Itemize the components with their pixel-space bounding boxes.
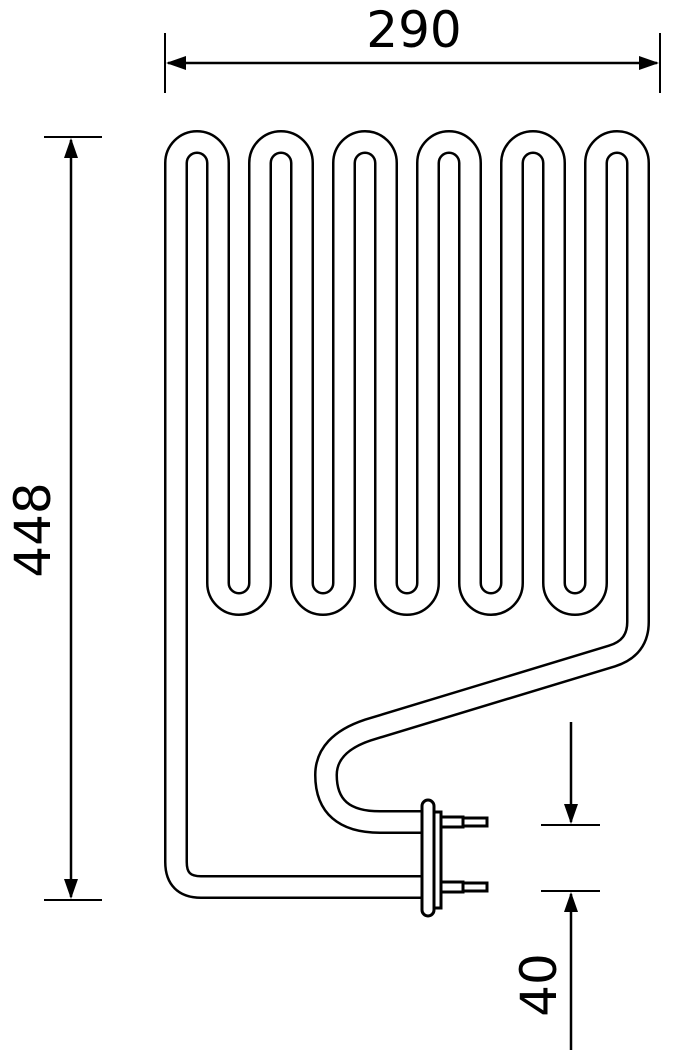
terminal-bottom bbox=[439, 880, 489, 894]
height-arrow-bottom bbox=[64, 879, 78, 899]
width-label: 290 bbox=[366, 1, 461, 59]
width-dimension: 290 bbox=[164, 1, 661, 93]
width-arrow-left bbox=[166, 56, 186, 70]
terminal-top-pin bbox=[461, 816, 489, 828]
terminal-spacing-dimension: 40 bbox=[510, 722, 600, 1050]
terminal-bottom-pin bbox=[461, 881, 489, 893]
tube-inner bbox=[166, 132, 648, 897]
height-dimension: 448 bbox=[4, 136, 102, 901]
terminal-bottom-sleeve bbox=[439, 880, 465, 894]
flange-bar bbox=[432, 810, 443, 910]
height-label: 448 bbox=[4, 482, 62, 577]
spacing-arrow-bottom bbox=[564, 892, 578, 912]
heating-element-tube bbox=[164, 130, 650, 899]
mounting-flange bbox=[420, 798, 443, 918]
terminal-top-sleeve bbox=[439, 815, 465, 829]
flange-plate bbox=[420, 798, 436, 918]
height-arrow-top bbox=[64, 138, 78, 158]
width-arrow-right bbox=[639, 56, 659, 70]
tube-outline bbox=[164, 130, 650, 899]
spacing-arrow-top bbox=[564, 804, 578, 824]
spacing-label: 40 bbox=[510, 953, 568, 1017]
terminal-top bbox=[439, 815, 489, 829]
